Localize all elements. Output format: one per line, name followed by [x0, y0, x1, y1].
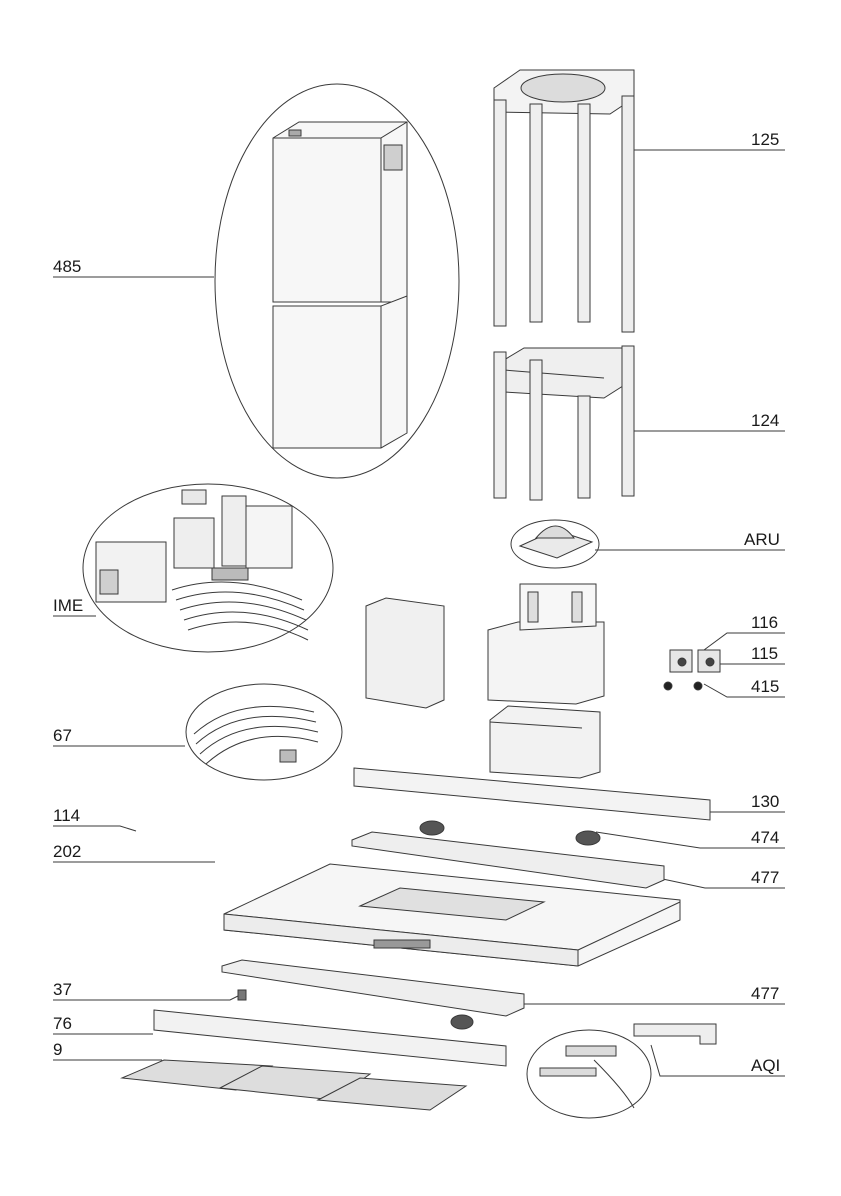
brackets — [664, 650, 720, 690]
label-114: 114 — [53, 807, 80, 825]
label-9: 9 — [53, 1041, 62, 1059]
part-37 — [238, 990, 246, 1000]
label-aqi: AQI — [751, 1057, 780, 1075]
aqi-group — [527, 1030, 651, 1118]
ime-group — [83, 484, 333, 652]
label-ime: IME — [53, 597, 83, 615]
chimney-cover-group — [215, 84, 459, 478]
extra-bracket — [634, 1024, 716, 1044]
label-125: 125 — [751, 131, 779, 149]
label-67: 67 — [53, 727, 72, 745]
label-116: 116 — [751, 614, 778, 632]
filters-9 — [122, 1060, 466, 1110]
aru-group — [511, 520, 599, 568]
upper-frame — [494, 70, 634, 332]
label-415: 415 — [751, 678, 779, 696]
label-202: 202 — [53, 843, 81, 861]
lower-frame — [494, 346, 634, 500]
label-aru: ARU — [744, 531, 780, 549]
label-477-upper: 477 — [751, 869, 779, 887]
label-485: 485 — [53, 258, 81, 276]
front-strip-130 — [354, 768, 710, 820]
frame-477-lower — [222, 960, 524, 1016]
label-37: 37 — [53, 981, 72, 999]
label-477-lower: 477 — [751, 985, 779, 1003]
label-130: 130 — [751, 793, 779, 811]
label-115: 115 — [751, 645, 778, 663]
motor-housing — [366, 584, 604, 778]
label-124: 124 — [751, 412, 779, 430]
wires-67 — [186, 684, 342, 780]
label-474: 474 — [751, 829, 779, 847]
label-76: 76 — [53, 1015, 72, 1033]
